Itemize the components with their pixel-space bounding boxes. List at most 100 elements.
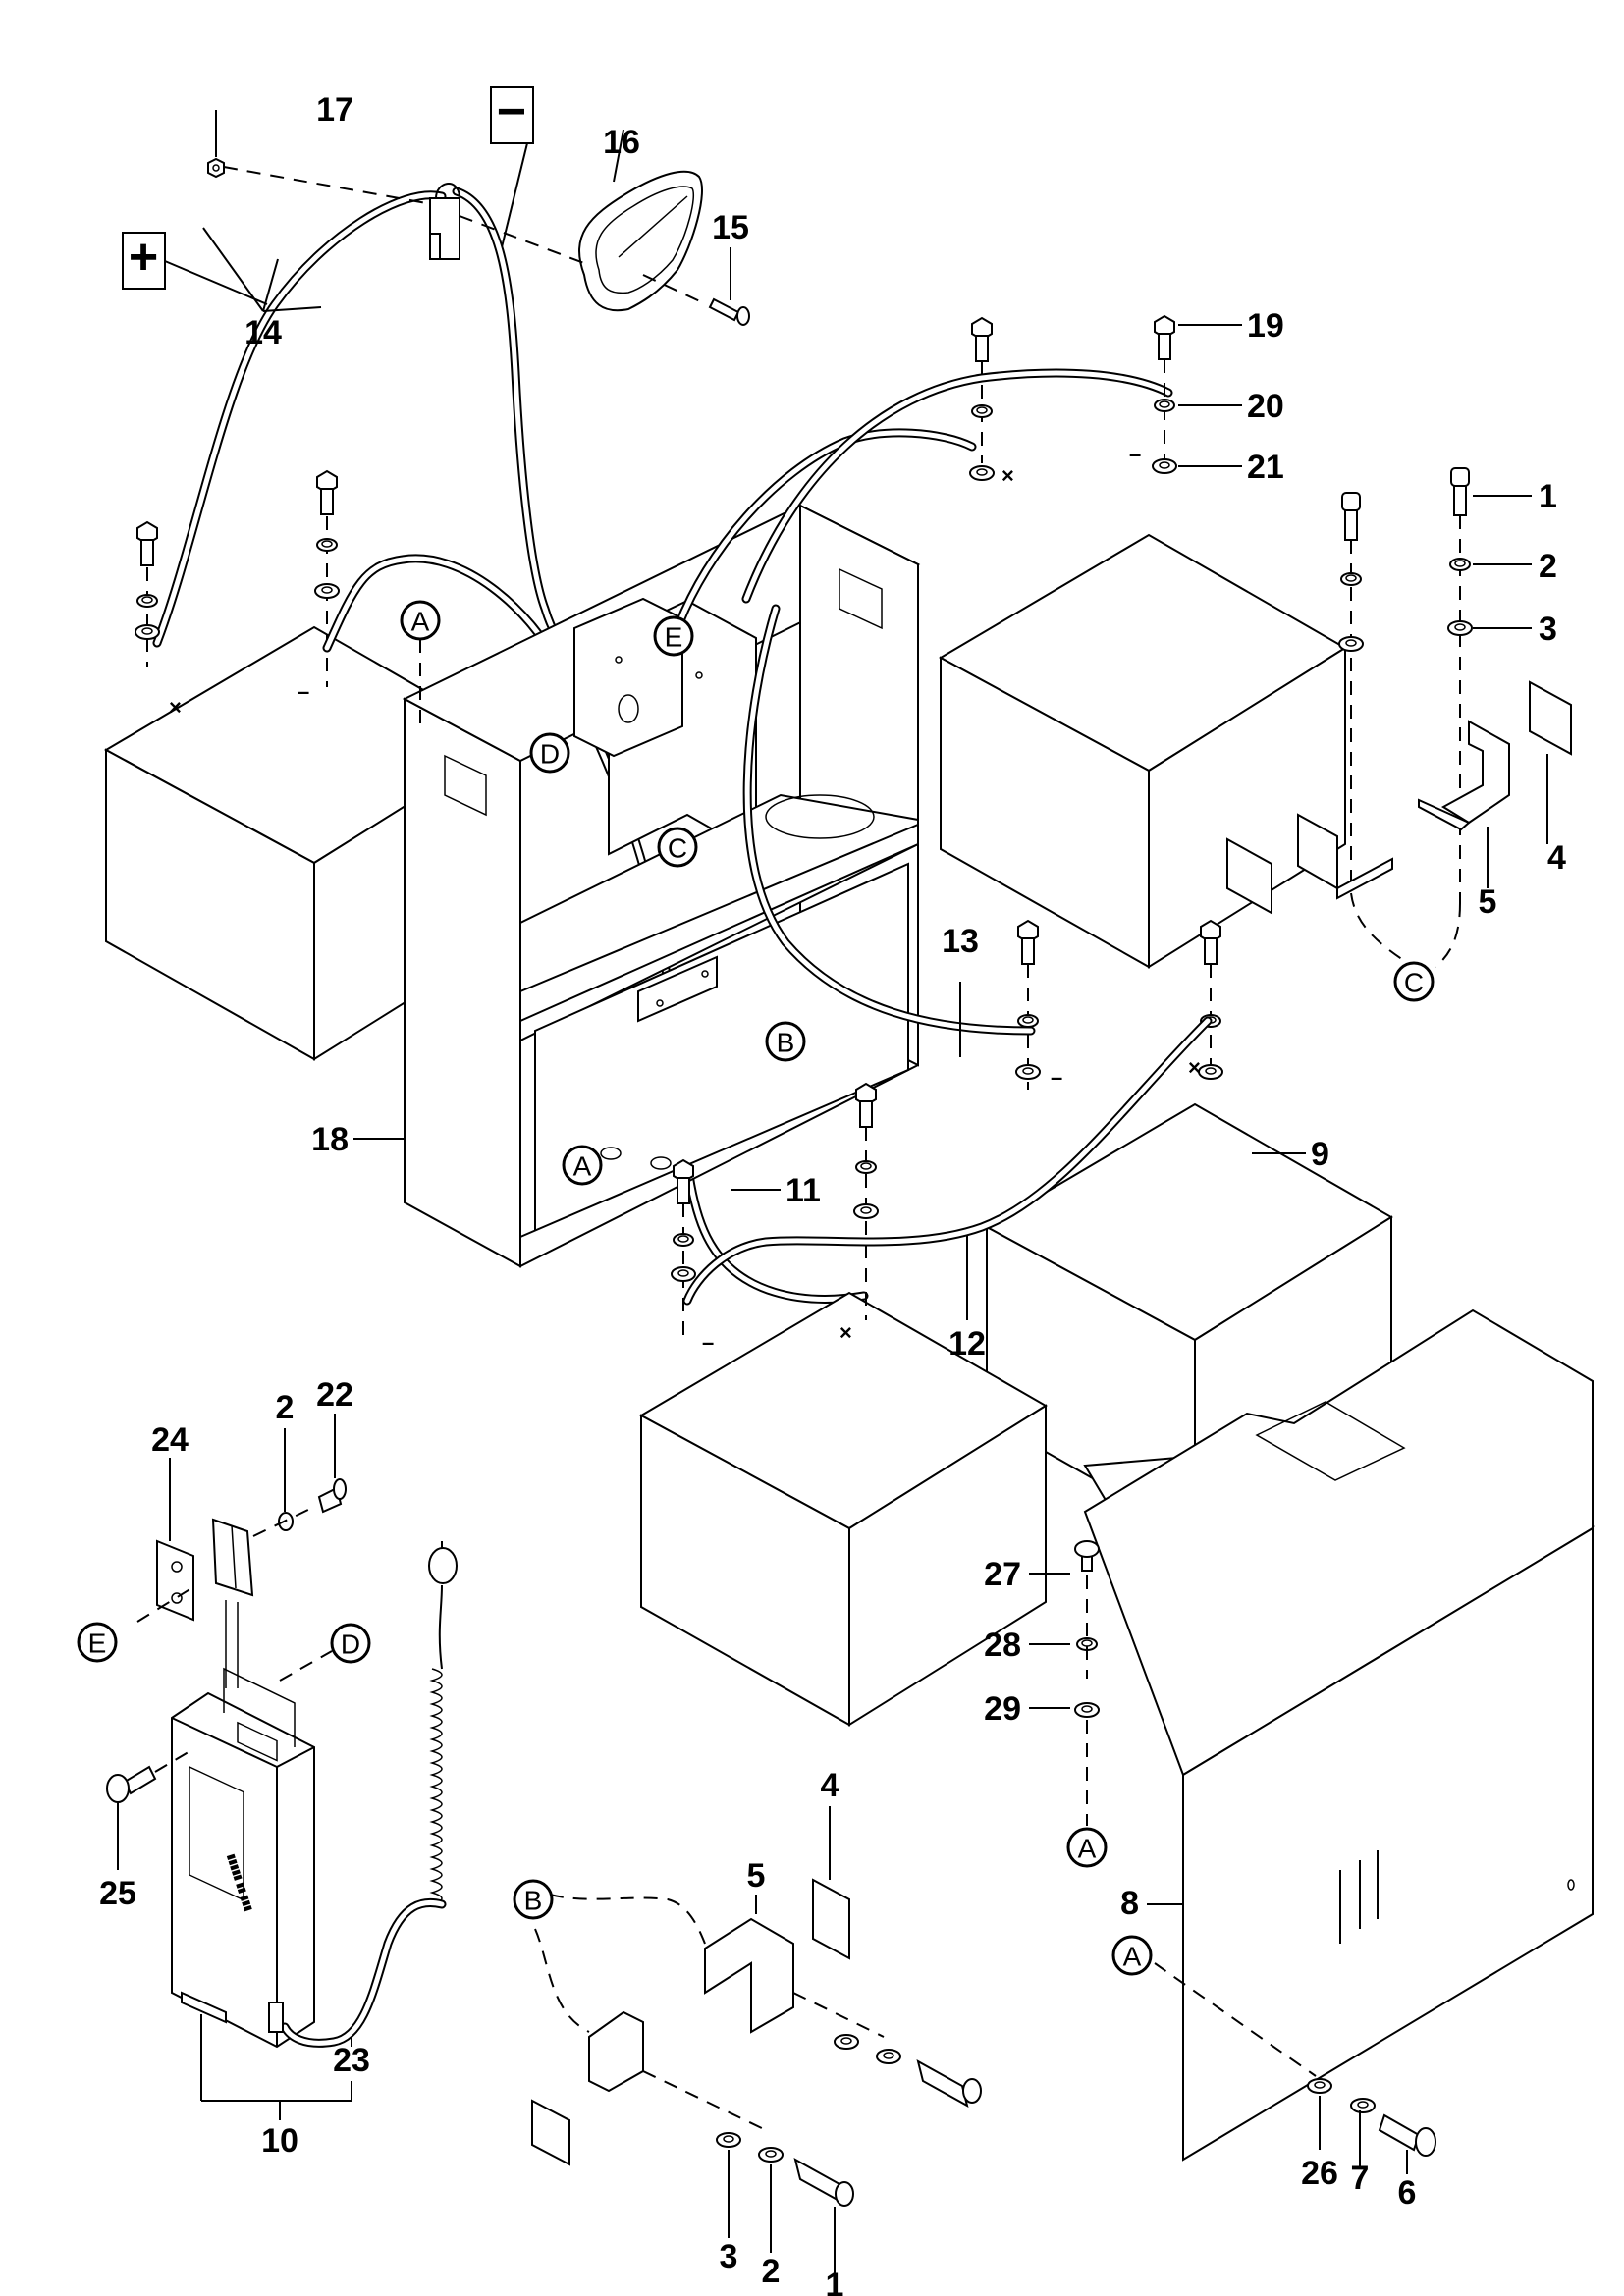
callout-18: 18 — [311, 1121, 349, 1158]
top-right-positive-mark: × — [1001, 463, 1014, 488]
callout-16: 16 — [603, 124, 640, 161]
svg-text:D: D — [540, 739, 560, 770]
top-right-battery-cable-b — [741, 368, 1173, 604]
callout-9: 9 — [1311, 1136, 1329, 1173]
cover-8 — [1083, 1308, 1595, 2162]
charger-10: ▮▮▮▮▮ ▮▮ ▮▮▮ — [171, 1667, 315, 2049]
callout-20: 20 — [1247, 388, 1284, 425]
dash-16-to-15 — [642, 274, 703, 303]
callout-1-bottom: 1 — [826, 2267, 844, 2296]
ref-marker-D-frame: D — [529, 732, 570, 774]
svg-text:A: A — [573, 1151, 592, 1182]
callout-2-top: 2 — [1539, 548, 1557, 585]
callout-3-bottom: 3 — [720, 2238, 738, 2275]
callout-12: 12 — [948, 1325, 986, 1362]
ref-marker-C-bracket: C — [1393, 961, 1435, 1002]
callout-14: 14 — [244, 314, 282, 351]
callout-28: 28 — [984, 1627, 1021, 1664]
handle-16 — [578, 129, 703, 312]
charger-washer-2 — [278, 1428, 294, 1531]
callout-21: 21 — [1247, 449, 1284, 486]
callout-10-bracket — [200, 2014, 352, 2120]
callout-29: 29 — [984, 1690, 1021, 1728]
ref-marker-C-frame: C — [657, 827, 698, 868]
svg-text:A: A — [411, 607, 430, 637]
screw-15 — [708, 247, 750, 326]
callout-7: 7 — [1351, 2160, 1370, 2197]
cable-12 — [682, 1016, 1213, 1306]
left-battery-cable — [322, 554, 869, 1304]
callout-5-top: 5 — [1479, 883, 1497, 921]
callout-23: 23 — [333, 2042, 370, 2079]
callout-24: 24 — [151, 1421, 189, 1459]
callout-19: 19 — [1247, 307, 1284, 345]
top-right-negative-mark: – — [1129, 442, 1141, 466]
power-cord-23 — [268, 1541, 458, 2048]
svg-text:D: D — [341, 1629, 360, 1660]
leader-line-minus — [500, 142, 528, 252]
callout-26: 26 — [1301, 2155, 1338, 2192]
ref-marker-A-cover-side: A — [1111, 1935, 1153, 1976]
charger-plug-connector — [211, 1518, 254, 1688]
leader-line-plus — [164, 260, 268, 305]
callout-13: 13 — [942, 923, 979, 960]
dash-14-to-16 — [459, 215, 590, 266]
battery-left-terminal-stacks — [135, 470, 340, 687]
ref-marker-D-charger: D — [330, 1623, 371, 1664]
callout-14-leaders — [202, 227, 322, 312]
ref-marker-A-frame-bottom: A — [562, 1145, 603, 1186]
dash-e-plate — [136, 1584, 197, 1623]
battery-9-negative-mark: – — [1051, 1065, 1062, 1090]
svg-text:A: A — [1078, 1834, 1097, 1864]
nut-17 — [207, 110, 225, 179]
battery-top-right-terminal-stacks — [969, 315, 1177, 481]
cover-fastener-stack — [1029, 1540, 1100, 1826]
callout-1-top: 1 — [1539, 478, 1557, 515]
battery-top-right — [940, 534, 1346, 968]
callout-5-bottom: 5 — [747, 1857, 766, 1895]
cover-bottom-fasteners — [1154, 1962, 1436, 2174]
callout-6: 6 — [1398, 2174, 1417, 2212]
callout-2-bottom: 2 — [762, 2253, 781, 2290]
positive-polarity-box: + — [122, 229, 268, 305]
bracket-right-c-stack — [1226, 467, 1572, 968]
positive-terminal-mark: × — [169, 695, 182, 720]
minus-symbol: − — [497, 83, 526, 140]
svg-text:A: A — [1123, 1942, 1142, 1972]
callout-27: 27 — [984, 1556, 1021, 1593]
dash-17-to-14 — [223, 166, 433, 205]
connector-14 — [429, 183, 460, 260]
screw-25 — [106, 1765, 157, 1870]
callout-3-top: 3 — [1539, 611, 1557, 648]
callout-4-top: 4 — [1547, 839, 1566, 877]
callout-22: 22 — [316, 1376, 353, 1414]
svg-text:E: E — [88, 1629, 107, 1659]
mounting-plate-24 — [156, 1458, 194, 1622]
battery-9-positive-mark: × — [1188, 1055, 1201, 1080]
ref-marker-E-charger: E — [77, 1622, 118, 1663]
dash-d-charger — [279, 1650, 333, 1682]
callout-8: 8 — [1120, 1885, 1139, 1922]
callout-4-bottom: 4 — [821, 1767, 839, 1804]
svg-text:B: B — [524, 1886, 543, 1916]
bracket-lower-b-stack — [531, 1806, 982, 2277]
callout-17: 17 — [316, 91, 353, 129]
ref-marker-B-bracket: B — [513, 1879, 554, 1920]
top-right-battery-cable-a — [673, 428, 977, 633]
svg-text:C: C — [668, 833, 687, 864]
cable-13 — [742, 604, 1036, 1036]
callout-2-charger: 2 — [276, 1389, 295, 1426]
bottom-positive-mark: × — [839, 1320, 852, 1345]
callout-15: 15 — [712, 209, 749, 246]
callout-11: 11 — [785, 1172, 821, 1209]
main-cable-set — [152, 187, 633, 682]
dash-25 — [154, 1749, 192, 1773]
battery-bottom-terminal-stacks — [671, 1083, 879, 1345]
battery-9-terminal-stacks — [1015, 920, 1223, 1090]
callout-10: 10 — [261, 2122, 298, 2160]
ref-marker-A-cover-top: A — [1066, 1827, 1108, 1868]
callout-25: 25 — [99, 1875, 136, 1912]
ref-marker-B-frame: B — [765, 1021, 806, 1062]
svg-text:B: B — [777, 1028, 795, 1058]
